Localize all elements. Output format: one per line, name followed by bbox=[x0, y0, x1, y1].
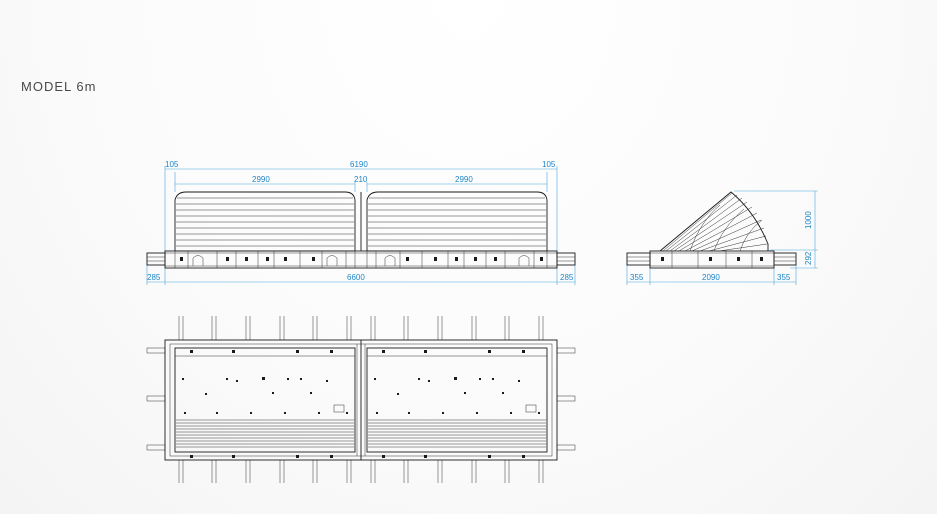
dim-end-left: 355 bbox=[630, 273, 644, 282]
dim-end-width: 2090 bbox=[702, 273, 720, 282]
dim-base-left: 285 bbox=[147, 273, 161, 282]
dim-panel-right: 2990 bbox=[455, 175, 473, 184]
dim-end-right: 355 bbox=[777, 273, 791, 282]
dim-base-right: 285 bbox=[560, 273, 574, 282]
end-elevation: 355 2090 355 1000 292 bbox=[626, 190, 818, 285]
dim-overall-bottom: 6600 bbox=[347, 273, 365, 282]
dim-overall-top: 6190 bbox=[350, 160, 368, 169]
dim-gap: 210 bbox=[354, 175, 368, 184]
side-elevation: 105 6190 105 2990 210 2990 285 6600 285 bbox=[146, 160, 576, 285]
dim-end-base-height: 292 bbox=[804, 251, 813, 265]
dim-end-right: 105 bbox=[542, 160, 556, 169]
dim-end-left: 105 bbox=[165, 160, 179, 169]
dim-panel-left: 2990 bbox=[252, 175, 270, 184]
page-title: MODEL 6m bbox=[21, 79, 97, 94]
dim-end-height: 1000 bbox=[804, 211, 813, 229]
plan-view bbox=[146, 316, 576, 483]
